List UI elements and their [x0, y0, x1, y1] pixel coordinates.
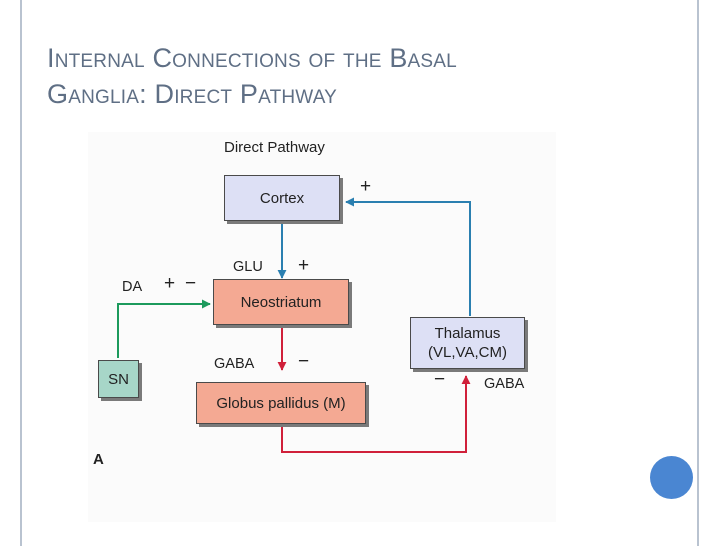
- gaba-thalamus-label: GABA: [484, 376, 525, 392]
- frame-line-right: [697, 0, 699, 546]
- thalamus-label: Thalamus: [434, 325, 501, 342]
- gaba-thalamus-sign: −: [434, 369, 446, 390]
- da-plus-sign: +: [164, 273, 176, 294]
- slide-title-line-1: Internal Connections of the Basal: [47, 43, 457, 73]
- sn-box: SN: [98, 360, 139, 398]
- pathway-arrows: [117, 197, 471, 453]
- slide-decoration-circle: [650, 456, 693, 499]
- slide-title-line-2: Ganglia: Direct Pathway: [47, 79, 338, 109]
- da-minus-sign: −: [185, 273, 197, 294]
- panel-letter: A: [93, 451, 104, 468]
- arrow-globus-to-thalamus: [281, 375, 471, 453]
- gaba-striatum-sign: −: [298, 351, 310, 372]
- glu-label: GLU: [233, 259, 263, 275]
- slide-title: Internal Connections of the Basal Gangli…: [47, 40, 457, 112]
- cortex-box: Cortex: [224, 175, 340, 221]
- globus-pallidus-box: Globus pallidus (M): [196, 382, 366, 424]
- thalamus-box: Thalamus (VL,VA,CM): [410, 317, 525, 369]
- arrow-thalamus-to-cortex: [345, 197, 471, 316]
- cortex-feedback-sign: +: [360, 176, 372, 197]
- thalamus-nuclei-label: (VL,VA,CM): [428, 344, 507, 361]
- diagram-heading: Direct Pathway: [224, 139, 325, 156]
- frame-line-left: [20, 0, 22, 546]
- gaba-striatum-label: GABA: [214, 356, 255, 372]
- neostriatum-box: Neostriatum: [213, 279, 349, 325]
- arrow-sn-to-neostriatum: [117, 299, 211, 358]
- direct-pathway-diagram: Direct Pathway Cortex Neostriatum Globus…: [88, 132, 556, 522]
- da-label: DA: [122, 279, 143, 295]
- glu-sign: +: [298, 255, 310, 276]
